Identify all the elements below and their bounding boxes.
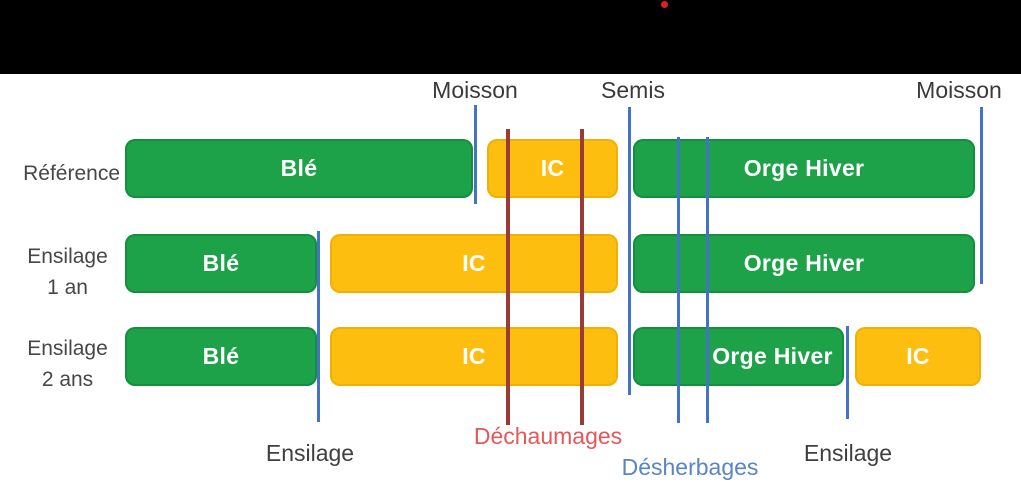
vline-desherbage-2 [706, 137, 709, 423]
vline-ensilage-right [846, 326, 849, 419]
vline-desherbage-1 [677, 137, 680, 423]
row-label-line: 1 an [47, 276, 88, 299]
vline-dechaumage-1 [506, 129, 510, 425]
bar-ble-row2: Blé [125, 234, 317, 293]
bar-ble-row1: Blé [125, 139, 473, 198]
row-label-line: Ensilage [27, 337, 108, 360]
vline-ensilage-left [317, 231, 320, 422]
row-label-ensilage-1-an: Ensilage 1 an [10, 241, 125, 303]
vline-semis [628, 107, 631, 395]
marker-label-dechaumages: Déchaumages [473, 423, 623, 449]
top-letterbox-band [0, 0, 1021, 74]
marker-label-desherbages: Désherbages [621, 454, 759, 480]
vline-moisson-right [980, 107, 983, 284]
marker-label-semis: Semis [601, 77, 665, 103]
bar-orge-hiver-row3: Orge Hiver [633, 327, 844, 386]
marker-label-ensilage-right: Ensilage [803, 440, 893, 466]
vline-dechaumage-2 [580, 129, 584, 425]
bar-ble-row3: Blé [125, 327, 317, 386]
bar-ic-row3: IC [330, 327, 618, 386]
marker-label-moisson-left: Moisson [432, 77, 518, 103]
red-pointer-dot-icon [661, 1, 668, 8]
bar-orge-hiver-row1: Orge Hiver [633, 139, 975, 198]
vline-moisson-left [474, 105, 477, 204]
row-label-line: Ensilage [27, 245, 108, 268]
row-label-reference: Référence [23, 162, 120, 185]
bar-ic-row2: IC [330, 234, 618, 293]
marker-label-moisson-right: Moisson [916, 77, 1002, 103]
bar-ic2-row3: IC [855, 327, 981, 386]
row-label-line: 2 ans [41, 368, 94, 391]
marker-label-ensilage-left: Ensilage [265, 440, 355, 466]
bar-orge-hiver-row2: Orge Hiver [633, 234, 975, 293]
row-label-ensilage-2-ans: Ensilage 2 ans [10, 333, 125, 395]
